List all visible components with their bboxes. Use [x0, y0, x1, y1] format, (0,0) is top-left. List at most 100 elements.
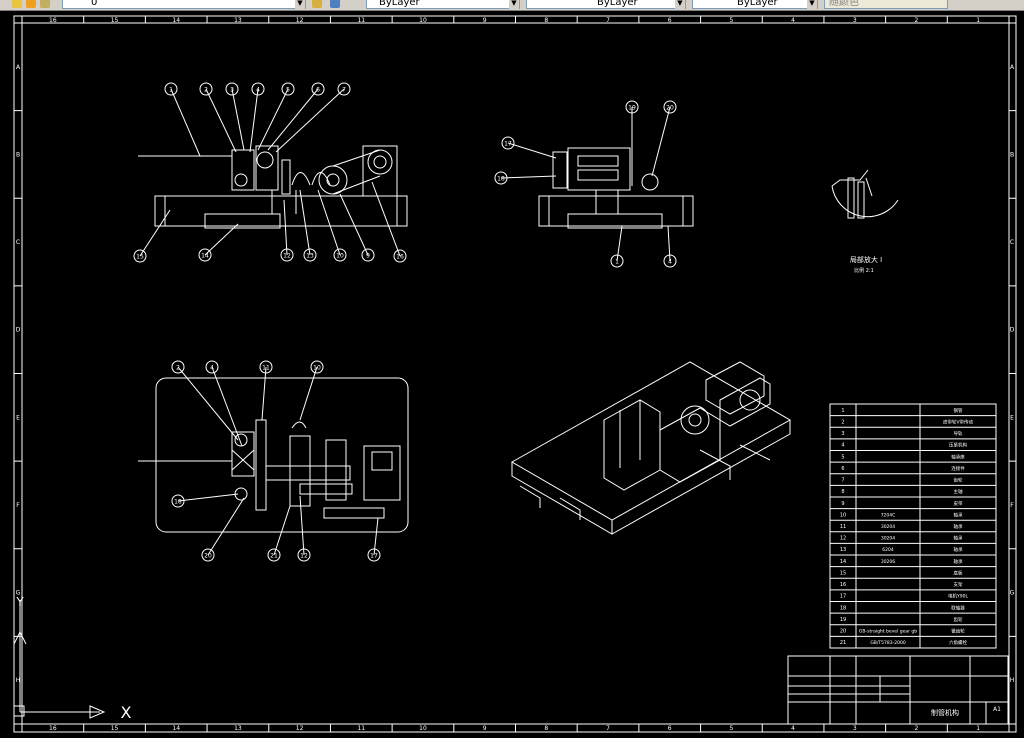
part-balloon-number: 17: [504, 141, 512, 148]
part-balloon: [303, 248, 317, 262]
ruler-letter: C: [16, 239, 20, 246]
ruler-number: 3: [853, 17, 857, 24]
part-balloon-number: 20: [666, 105, 674, 112]
bom-item-number: 13: [840, 547, 846, 553]
ruler-letter: H: [16, 677, 21, 684]
leader-line: [299, 189, 311, 256]
bom-part-name: 主轴: [954, 488, 963, 495]
ruler-number: 10: [419, 725, 427, 732]
chevron-down-icon[interactable]: ▼: [675, 0, 685, 9]
bom-spec: GB-straight bevel gear gb: [859, 629, 917, 635]
part-balloon-number: 7: [342, 87, 346, 94]
leader-line: [205, 88, 237, 153]
linetype-dropdown[interactable]: ByLayer ▼: [526, 0, 686, 9]
layer-sun-icon[interactable]: [26, 0, 36, 8]
bom-item-number: 10: [840, 512, 846, 518]
bom-item-number: 9: [841, 501, 844, 507]
ruler-number: 16: [49, 17, 57, 24]
part-balloon-number: 19: [628, 105, 636, 112]
part-balloon: [205, 360, 219, 374]
ruler-number: 7: [606, 725, 610, 732]
part-balloon: [171, 494, 185, 508]
bom-part-name: 齿轮: [954, 616, 963, 623]
part-balloon: [310, 360, 324, 374]
bom-part-name: 锥齿轮: [951, 628, 965, 635]
ruler-number: 8: [544, 725, 548, 732]
part-balloon: [259, 360, 273, 374]
part-balloon-number: 6: [316, 87, 320, 94]
layer-states-icon[interactable]: [330, 0, 340, 8]
bom-part-name: 连接件: [951, 465, 965, 472]
part-balloon: [281, 82, 295, 96]
part-balloon: [663, 254, 677, 268]
part-balloon-number: 2: [204, 87, 208, 94]
part-balloon: [267, 548, 281, 562]
bom-item-number: 5: [841, 454, 844, 460]
part-balloon: [225, 82, 239, 96]
part-balloon: [361, 248, 375, 262]
chevron-down-icon[interactable]: ▼: [807, 0, 817, 9]
leader-line: [317, 189, 341, 256]
ruler-number: 5: [729, 725, 733, 732]
layer-dropdown[interactable]: 0 ▼: [62, 0, 306, 9]
part-balloon: [201, 548, 215, 562]
part-balloon-number: 15: [136, 254, 144, 261]
leader-line: [339, 193, 369, 256]
leader-line: [507, 142, 557, 159]
part-balloon-number: 9: [366, 253, 370, 260]
bom-item-number: 8: [841, 489, 844, 495]
lineweight-dropdown[interactable]: ByLayer ▼: [692, 0, 818, 9]
part-balloon: [610, 254, 624, 268]
leader-line: [139, 209, 171, 257]
part-balloon: [333, 248, 347, 262]
bom-part-name: 导轨: [954, 430, 963, 437]
ruler-number: 9: [483, 17, 487, 24]
bom-spec: 30204: [881, 524, 895, 530]
ruler-letter: D: [16, 327, 21, 334]
ruler-number: 9: [483, 725, 487, 732]
detail-label: 局部放大 I: [850, 255, 882, 264]
bom-spec: 7204C: [881, 512, 896, 518]
plotstyle-dropdown[interactable]: 随颜色: [824, 0, 948, 9]
chevron-down-icon[interactable]: ▼: [295, 0, 305, 9]
bom-item-number: 2: [841, 419, 844, 425]
ruler-letter: G: [1010, 590, 1015, 597]
part-balloon-number: 1: [169, 87, 173, 94]
bom-part-name: 底板: [954, 569, 963, 576]
part-balloon-number: 16: [396, 254, 404, 261]
bom-part-name: 轴承: [954, 535, 963, 542]
bom-spec: 30204: [881, 536, 895, 542]
layer-lock-icon[interactable]: [40, 0, 50, 8]
bom-part-name: 皮带轮V带传动: [943, 418, 974, 425]
leader-line: [204, 223, 239, 256]
part-balloon: [337, 82, 351, 96]
layer-bulb-icon[interactable]: [12, 0, 22, 8]
ruler-number: 10: [419, 17, 427, 24]
ruler-letter: C: [1010, 239, 1014, 246]
part-balloon-number: 3: [230, 87, 234, 94]
ruler-letter: E: [1010, 414, 1014, 421]
part-balloon: [198, 248, 212, 262]
part-balloon-number: 17: [370, 553, 378, 560]
part-balloon: [311, 82, 325, 96]
part-balloon-number: 11: [262, 365, 270, 372]
plotstyle-dropdown-value: 随颜色: [829, 0, 859, 8]
leader-line: [273, 505, 291, 556]
ruler-letter: F: [1010, 502, 1014, 509]
part-balloon-number: 13: [306, 253, 314, 260]
chevron-down-icon[interactable]: ▼: [509, 0, 519, 9]
ruler-number: 8: [544, 17, 548, 24]
ruler-letter: F: [16, 502, 20, 509]
leader-line: [283, 199, 288, 256]
make-current-layer-icon[interactable]: [312, 0, 322, 8]
bom-spec: 6204: [882, 547, 894, 553]
ruler-letter: H: [1010, 677, 1015, 684]
bom-item-number: 17: [840, 594, 846, 600]
color-dropdown[interactable]: ByLayer ▼: [366, 0, 520, 9]
part-balloon-number: 14: [201, 253, 209, 260]
bom-part-name: 六角螺栓: [949, 639, 967, 646]
bom-item-number: 16: [840, 582, 846, 588]
